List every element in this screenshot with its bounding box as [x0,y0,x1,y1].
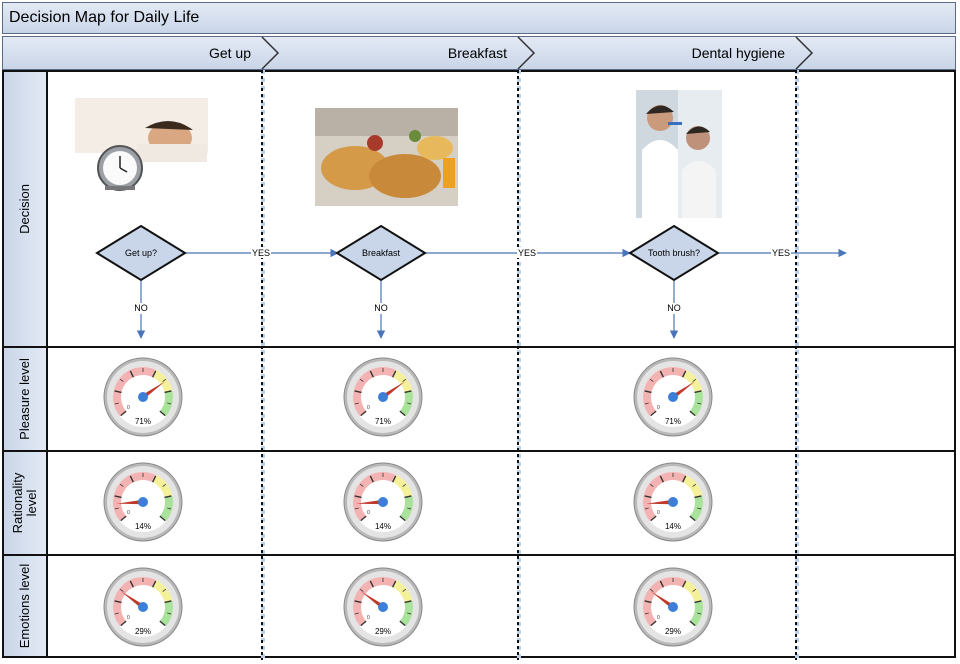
flow-connectors [136,248,847,339]
gauge-rationality-3: 0 14% [633,462,713,542]
flow-labels: YES YES YES NO NO NO [131,247,791,314]
phase-header: Get up Breakfast Dental hygiene [2,36,956,70]
gauge-needle [671,381,696,399]
svg-text:0: 0 [127,510,130,516]
gauge-needle [356,499,384,505]
lane-header-pleasure: Pleasure level [4,348,48,450]
yes-label-1: YES [252,248,270,258]
svg-text:0: 0 [127,405,130,411]
gauge-needle [141,381,166,399]
gauge-pleasure-3: 0 71% [633,357,713,437]
yes-label-2: YES [518,248,536,258]
phase-breakfast: Breakfast [447,45,507,61]
gauge-emotions-1: 0 29% [103,567,183,647]
photo-breakfast [315,108,458,206]
svg-text:0: 0 [127,615,130,621]
yes-label-3: YES [772,248,790,258]
swimlanes: Decision Pleasure level Rationality leve… [2,70,956,658]
gauge-needle [360,591,385,609]
phase-chevrons [261,36,814,70]
gauge-percent-label: 71% [375,417,391,426]
gauge-needle [646,499,674,505]
gauge-emotions-3: 0 29% [633,567,713,647]
no-label-3: NO [667,303,681,313]
decision-label-tooth-brush: Tooth brush? [648,248,700,258]
gauge-emotions-2: 0 29% [343,567,423,647]
gauge-percent-label: 29% [375,627,391,636]
svg-text:0: 0 [367,615,370,621]
decision-label-breakfast: Breakfast [362,248,401,258]
gauge-rationality-1: 0 14% [103,462,183,542]
gauge-pleasure-2: 0 71% [343,357,423,437]
gauge-needle [381,381,406,399]
no-label-1: NO [134,303,148,313]
svg-text:0: 0 [367,405,370,411]
svg-text:0: 0 [657,615,660,621]
gauge-percent-label: 71% [135,417,151,426]
phase-get-up: Get up [208,45,251,61]
svg-text:0: 0 [367,510,370,516]
decision-label-get-up: Get up? [125,248,157,258]
gauge-percent-label: 29% [665,627,681,636]
phase-separators [261,70,799,660]
lane-header-emotions: Emotions level [4,556,48,656]
gauge-rationality-2: 0 14% [343,462,423,542]
decision-get-up: Get up? [95,224,187,282]
photo-waking-up [75,98,208,211]
gauge-needle [116,499,144,505]
decision-tooth-brush: Tooth brush? [628,224,720,282]
diagram-title: Decision Map for Daily Life [9,9,200,26]
lane-emotions: Emotions level [2,554,956,658]
photo-toothbrush [636,90,722,218]
gauges: 0 71% 0 71% 0 71% 0 14% 0 14% 0 14% 0 29% 0 29% 0 29% [103,357,713,647]
gauge-pleasure-1: 0 71% [103,357,183,437]
lane-header-rationality: Rationality level [4,452,48,554]
phase-dental-hygiene: Dental hygiene [691,45,785,61]
gauge-needle [120,591,145,609]
no-label-2: NO [374,303,388,313]
gauge-percent-label: 14% [135,522,151,531]
gauge-percent-label: 71% [665,417,681,426]
gauge-percent-label: 14% [665,522,681,531]
lane-header-decision: Decision [4,72,48,346]
gauge-percent-label: 14% [375,522,391,531]
gauge-percent-label: 29% [135,627,151,636]
gauge-needle [650,591,675,609]
diagram-title-bar: Decision Map for Daily Life [2,2,956,34]
svg-text:0: 0 [657,510,660,516]
decision-breakfast: Breakfast [335,224,427,282]
svg-text:0: 0 [657,405,660,411]
